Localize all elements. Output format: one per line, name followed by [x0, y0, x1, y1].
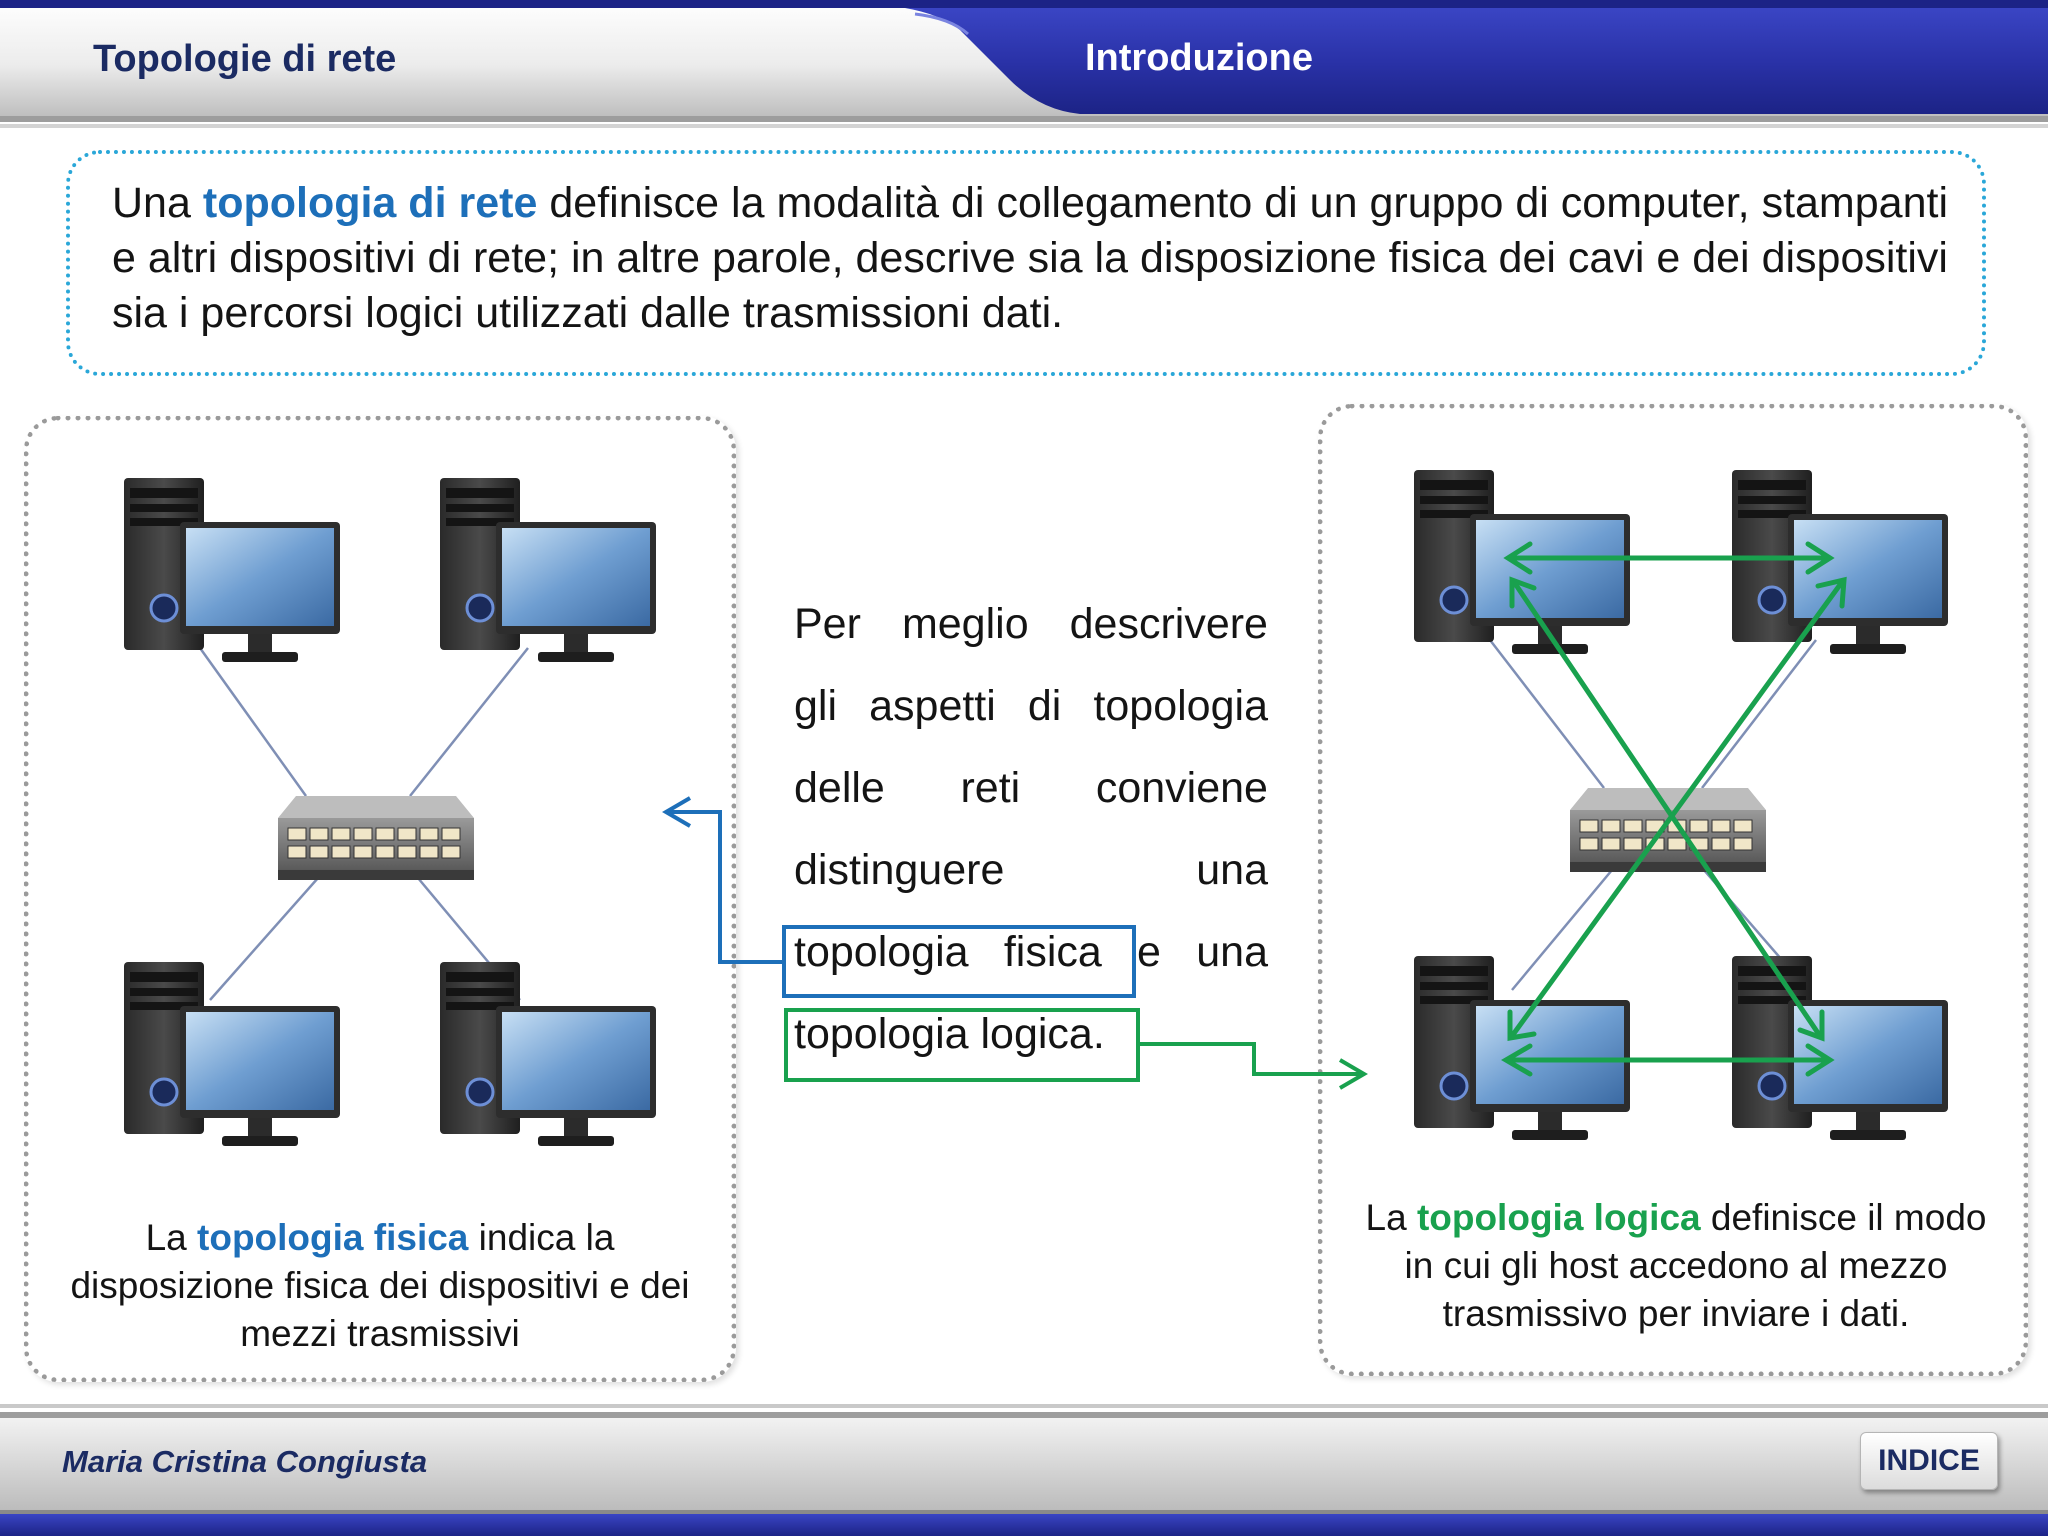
logical-topology-caption: La topologia logica definisce il modo in…: [1346, 1194, 2006, 1338]
middle-line-3: delle reti conviene: [794, 764, 1268, 824]
caption-text: definisce il modo in cui gli host accedo…: [1404, 1197, 1987, 1334]
middle-line-5: topologia fisica e una: [794, 928, 1268, 988]
logical-connector-arrow: [1140, 1042, 1360, 1076]
middle-line-6: topologia logica.: [794, 1010, 1268, 1070]
intro-paragraph: Una topologia di rete definisce la modal…: [112, 176, 1948, 341]
middle-word: Per: [794, 600, 861, 648]
intro-text-post: definisce la modalità di collegamento di…: [112, 179, 1948, 337]
middle-word: distinguere: [794, 846, 1005, 894]
logical-paths: [1501, 541, 1847, 1077]
physical-topology-panel: [24, 416, 736, 1382]
caption-text: indica la disposizione fisica dei dispos…: [70, 1217, 690, 1354]
desktop-computer-icon: [122, 476, 342, 664]
physical-topology-caption: La topologia fisica indica la disposizio…: [50, 1214, 710, 1358]
intro-box: [66, 150, 1986, 376]
middle-word: una: [1196, 928, 1268, 976]
middle-word: meglio: [901, 600, 1029, 648]
section-title: Topologie di rete: [93, 38, 397, 80]
network-switch-icon: [277, 795, 475, 881]
middle-word: reti: [960, 764, 1021, 812]
intro-keyword: topologia di rete: [202, 179, 538, 227]
middle-word: gli: [794, 682, 838, 730]
middle-word: descrivere: [1069, 600, 1268, 648]
desktop-computer-icon: [122, 960, 342, 1148]
physical-arrowhead: [662, 796, 692, 828]
desktop-computer-icon: [1730, 468, 1950, 656]
author-name: Maria Cristina Congiusta: [62, 1444, 428, 1479]
caption-text: La: [1365, 1197, 1417, 1238]
footer-bar: [0, 1404, 2048, 1536]
desktop-computer-icon: [1412, 468, 1632, 656]
desktop-computer-icon: [1730, 954, 1950, 1142]
caption-keyword: topologia logica: [1416, 1197, 1701, 1238]
index-button[interactable]: INDICE: [1860, 1432, 1998, 1490]
intro-text-pre: Una: [112, 179, 203, 227]
physical-topology-highlight: [782, 925, 1136, 998]
middle-word: topologia: [1093, 682, 1268, 730]
slide-title: Introduzione: [1085, 37, 1313, 79]
desktop-computer-icon: [438, 960, 658, 1148]
caption-keyword: topologia fisica: [197, 1217, 469, 1258]
middle-line-1: Per meglio descrivere: [794, 600, 1268, 660]
desktop-computer-icon: [438, 476, 658, 664]
network-switch-icon: [1569, 787, 1767, 873]
middle-word: una: [1196, 846, 1268, 894]
logical-arrowhead: [1338, 1058, 1368, 1090]
logical-topology-panel: [1318, 404, 2028, 1376]
middle-line-2: gli aspetti di topologia: [794, 682, 1268, 742]
header-bar: [0, 0, 2048, 128]
middle-word: topologia: [794, 928, 969, 976]
caption-text: La: [145, 1217, 198, 1258]
middle-word: conviene: [1095, 764, 1268, 812]
middle-line-4: distinguere una: [794, 846, 1268, 906]
middle-word: fisica: [1003, 928, 1102, 976]
physical-connector-arrow: [670, 810, 782, 964]
middle-word: topologia logica.: [794, 1010, 1105, 1058]
logical-topology-highlight: [784, 1008, 1140, 1082]
middle-word: delle: [794, 764, 885, 812]
middle-word: di: [1027, 682, 1062, 730]
middle-word: e: [1137, 928, 1161, 976]
middle-word: aspetti: [869, 682, 996, 730]
